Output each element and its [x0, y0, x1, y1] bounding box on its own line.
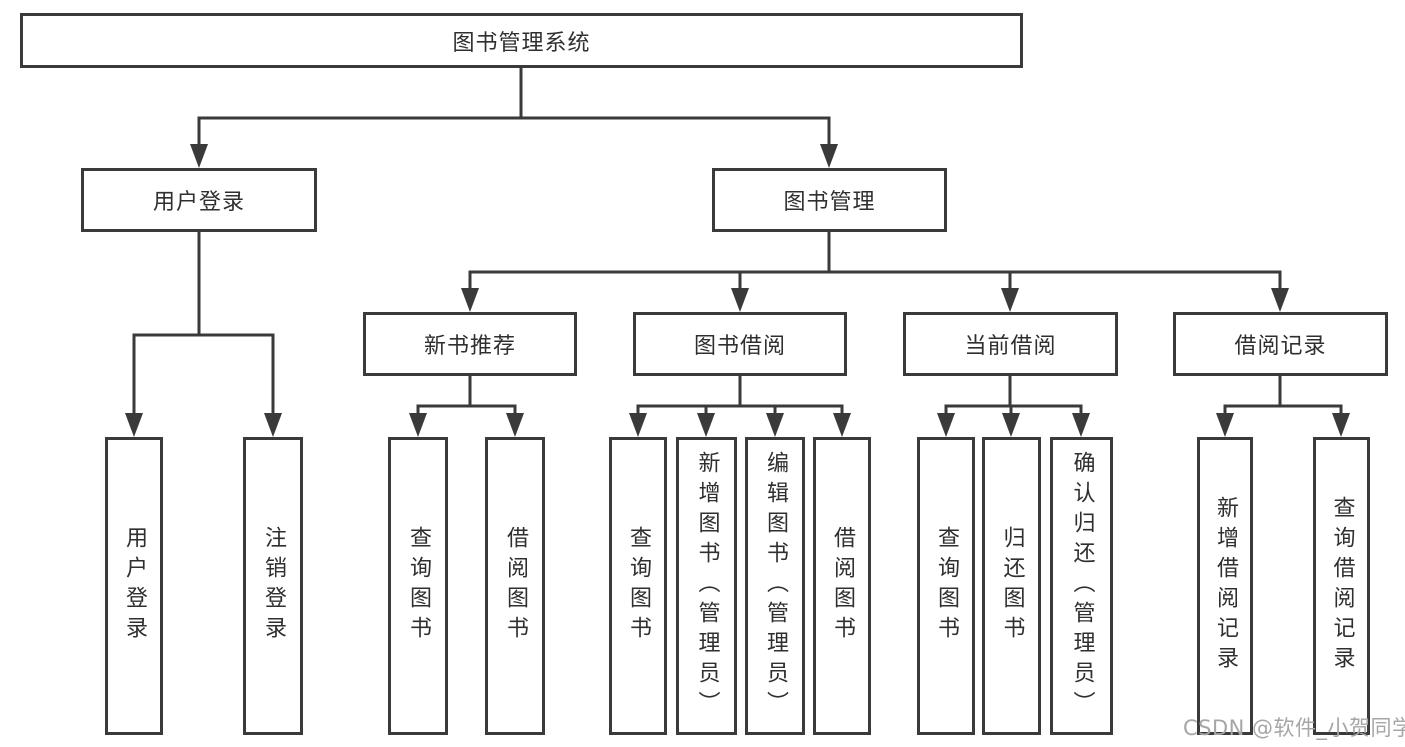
node-book-management-label: 图书管理 — [783, 190, 876, 215]
leaf-confirm-return-admin-label: 确认归还（管理员） — [1069, 451, 1095, 721]
leaf-recommend-query-books-label: 查询图书 — [406, 526, 431, 646]
node-book-borrowing: 图书借阅 — [633, 312, 847, 376]
leaf-logout-label: 注销登录 — [261, 526, 286, 646]
node-user-login-label: 用户登录 — [152, 190, 245, 215]
leaf-user-login: 用户登录 — [105, 437, 163, 735]
leaf-recommend-borrow-books: 借阅图书 — [485, 437, 545, 735]
node-borrowing-records-label: 借阅记录 — [1234, 334, 1327, 359]
leaf-query-borrow-record-label: 查询借阅记录 — [1329, 496, 1355, 676]
leaf-add-books-admin-label: 新增图书（管理员） — [694, 451, 720, 721]
leaf-logout: 注销登录 — [243, 437, 303, 735]
leaf-query-borrow-record: 查询借阅记录 — [1313, 437, 1370, 735]
arrowheads — [125, 144, 1350, 437]
leaf-user-login-label: 用户登录 — [122, 526, 147, 646]
node-user-login: 用户登录 — [81, 168, 317, 232]
leaf-current-query-books-label: 查询图书 — [934, 526, 959, 646]
leaf-borrow-query-books-label: 查询图书 — [626, 526, 651, 646]
node-root-system-label: 图书管理系统 — [452, 30, 591, 56]
leaf-edit-books-admin-label: 编辑图书（管理员） — [763, 451, 788, 721]
leaf-current-query-books: 查询图书 — [917, 437, 975, 735]
leaf-add-borrow-record: 新增借阅记录 — [1197, 437, 1253, 735]
leaf-borrow-books-label: 借阅图书 — [830, 526, 855, 646]
node-current-borrowing: 当前借阅 — [903, 312, 1118, 376]
leaf-borrow-books: 借阅图书 — [813, 437, 871, 735]
leaf-add-borrow-record-label: 新增借阅记录 — [1213, 496, 1238, 676]
leaf-recommend-borrow-books-label: 借阅图书 — [503, 526, 528, 646]
leaf-recommend-query-books: 查询图书 — [388, 437, 448, 735]
node-new-book-recommendation-label: 新书推荐 — [423, 334, 516, 359]
leaf-confirm-return-admin: 确认归还（管理员） — [1050, 437, 1113, 735]
leaf-borrow-query-books: 查询图书 — [609, 437, 667, 735]
connector-path — [132, 64, 1343, 419]
node-current-borrowing-label: 当前借阅 — [964, 334, 1057, 359]
node-new-book-recommendation: 新书推荐 — [363, 312, 577, 376]
leaf-edit-books-admin: 编辑图书（管理员） — [745, 437, 805, 735]
node-book-management: 图书管理 — [712, 168, 947, 232]
node-book-borrowing-label: 图书借阅 — [693, 334, 786, 359]
node-root-system: 图书管理系统 — [20, 13, 1023, 68]
node-borrowing-records: 借阅记录 — [1173, 312, 1388, 376]
leaf-add-books-admin: 新增图书（管理员） — [676, 437, 737, 735]
leaf-return-books: 归还图书 — [982, 437, 1041, 735]
leaf-return-books-label: 归还图书 — [999, 526, 1025, 646]
csdn-watermark: CSDN @软件_小贺同学 — [1183, 716, 1405, 740]
